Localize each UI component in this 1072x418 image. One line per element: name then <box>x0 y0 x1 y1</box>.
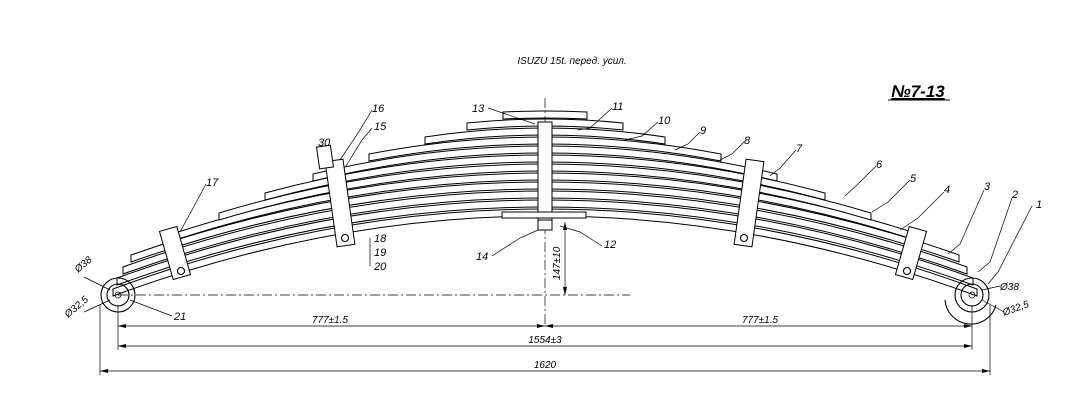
part-label-10: 10 <box>658 115 671 127</box>
dim-arc-height <box>563 222 567 295</box>
part-label-3: 3 <box>984 181 991 193</box>
part-label-20: 20 <box>373 261 387 273</box>
dim-half-left-text: 777±1.5 <box>312 315 349 326</box>
part-label-11: 11 <box>612 101 623 113</box>
eye-left-inner-dia: Ø32,5 <box>62 294 91 321</box>
spring-leaf <box>424 127 666 145</box>
bracket-30 <box>315 144 335 170</box>
dim-half-right <box>545 324 972 328</box>
part-labels: 1 2 3 4 5 6 7 8 9 10 11 12 13 14 15 16 1… <box>173 101 1042 323</box>
part-label-4: 4 <box>944 184 950 196</box>
spring-leaf <box>112 208 978 297</box>
dim-overall-text: 1620 <box>534 360 557 371</box>
center-nut <box>537 219 553 231</box>
dim-overall <box>100 369 990 373</box>
part-label-6: 6 <box>876 159 883 171</box>
part-label-5: 5 <box>910 173 917 185</box>
clamp-right-inner <box>733 158 765 248</box>
spring-leaf <box>368 136 722 162</box>
part-label-16: 16 <box>372 103 385 115</box>
spring-leaf <box>312 145 778 182</box>
eye-right-inner-dia: Ø32,5 <box>1000 299 1031 319</box>
leader-eye-left-outer <box>83 276 111 291</box>
eye-left-outer-dia: Ø38 <box>72 254 95 276</box>
part-leaders <box>129 107 1033 317</box>
part-label-18: 18 <box>374 233 387 245</box>
drawing-number: №7-13 <box>891 82 945 101</box>
part-label-13: 13 <box>472 103 485 115</box>
clamp-left-inner <box>324 158 356 248</box>
drawing-title: ISUZU 15t. перед. усил. <box>517 56 626 67</box>
leader-eye-left-inner <box>83 299 111 313</box>
eye-right-outer-dia: Ø38 <box>999 282 1019 293</box>
dim-eye-span-text: 1554±3 <box>528 335 562 346</box>
dim-eye-span <box>118 344 972 348</box>
leader-eye-right-inner <box>981 299 1005 313</box>
clamp-left-outer <box>158 225 192 281</box>
part-label-15: 15 <box>374 121 387 133</box>
part-label-8: 8 <box>744 135 751 147</box>
spring-leaf <box>502 110 588 120</box>
dim-half-left <box>118 324 545 328</box>
part-label-9: 9 <box>700 125 706 137</box>
dim-half-right-text: 777±1.5 <box>742 315 779 326</box>
part-label-12: 12 <box>604 239 616 251</box>
part-label-14: 14 <box>476 251 488 263</box>
dim-arc-height-text: 147±10 <box>552 246 563 280</box>
part-label-2: 2 <box>1011 189 1018 201</box>
bottom-pad <box>501 211 587 219</box>
clamp-right-outer <box>894 225 928 281</box>
spring-leaf <box>218 163 872 221</box>
part-label-30: 30 <box>318 137 331 149</box>
leader-eye-right-outer <box>981 285 1001 291</box>
part-label-17: 17 <box>206 177 219 189</box>
part-label-7: 7 <box>796 143 803 155</box>
part-label-19: 19 <box>374 247 386 259</box>
spring-leaf <box>264 154 826 201</box>
part-label-1: 1 <box>1036 199 1042 211</box>
part-label-21: 21 <box>173 311 186 323</box>
